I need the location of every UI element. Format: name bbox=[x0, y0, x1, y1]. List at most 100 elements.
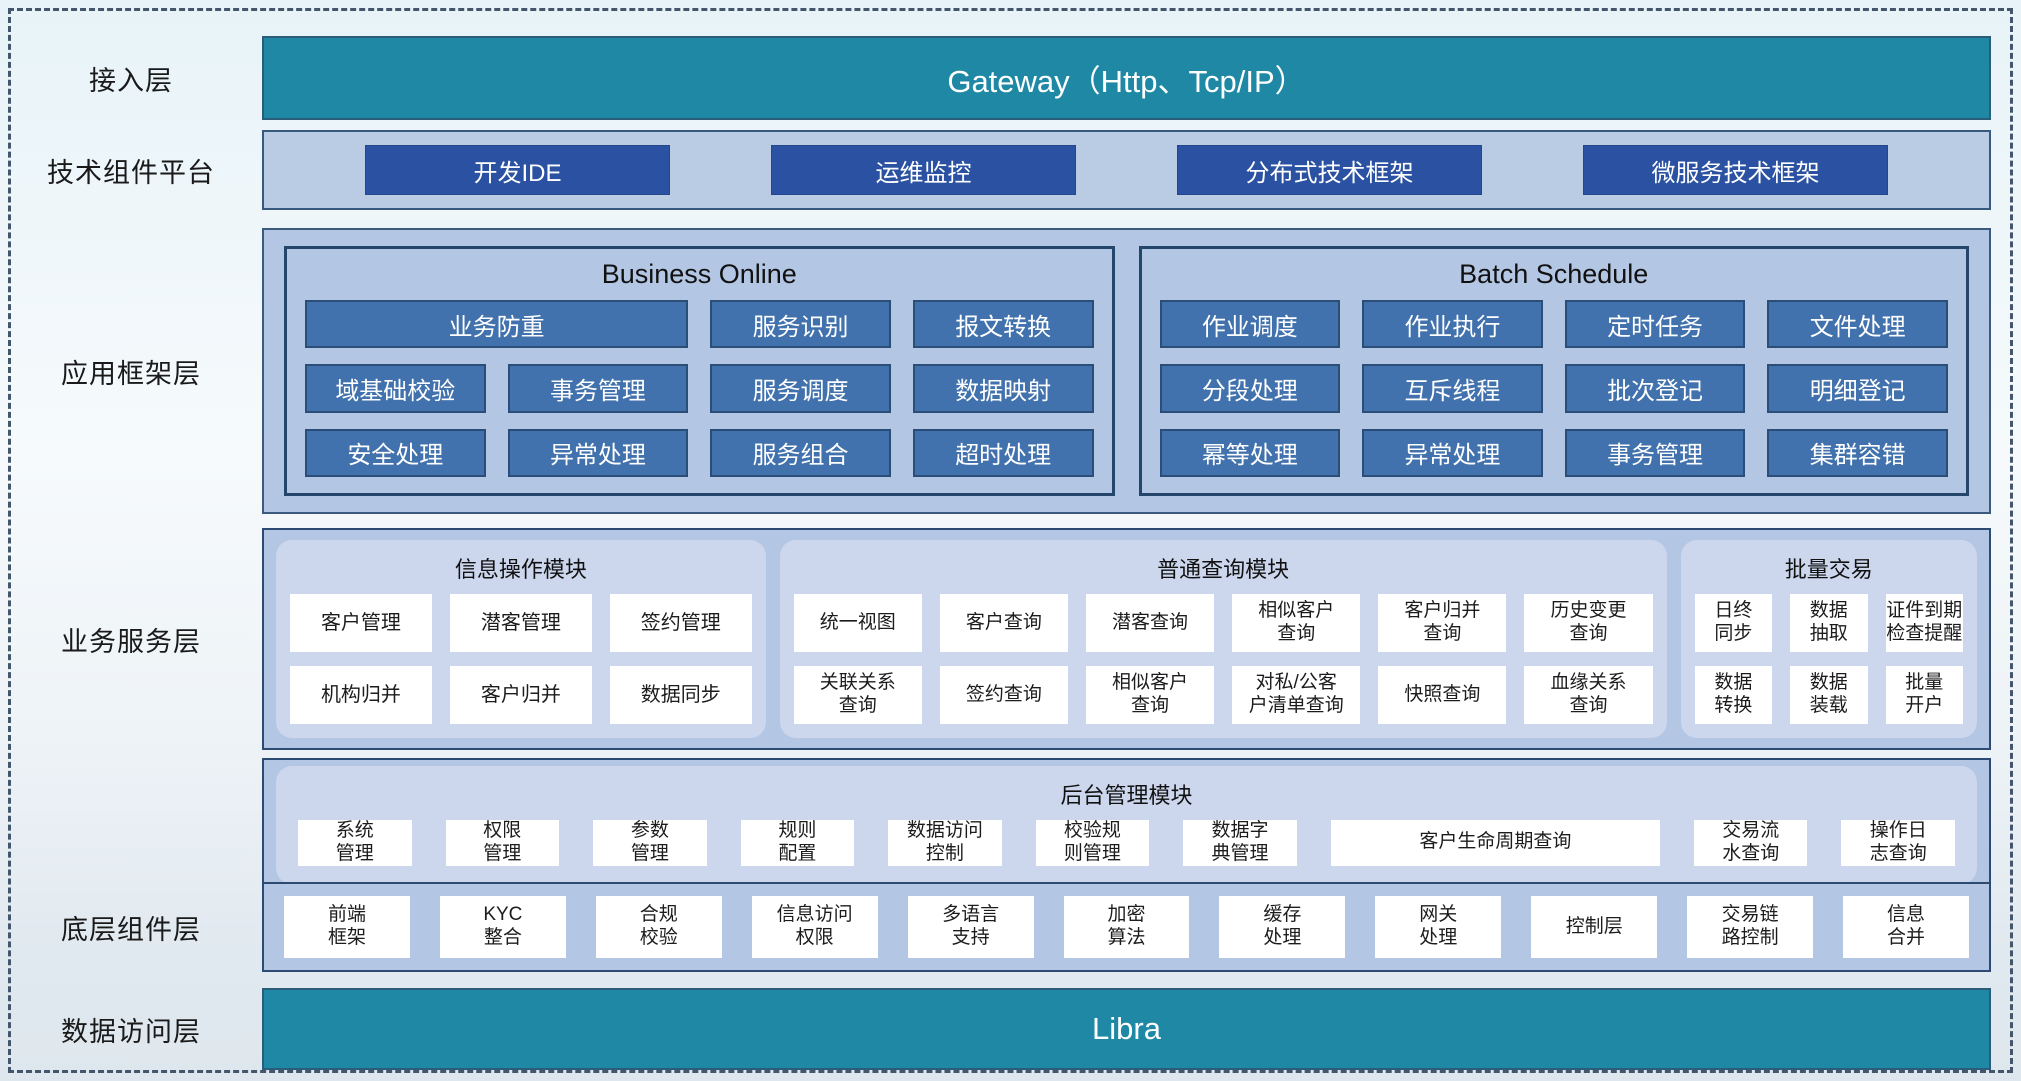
fw-item: 超时处理 bbox=[912, 428, 1094, 477]
component-cell: 控制层 bbox=[1531, 896, 1658, 958]
fw-item: 报文转换 bbox=[912, 300, 1094, 349]
tech-platform-strip: 开发IDE 运维监控 分布式技术框架 微服务技术框架 bbox=[262, 130, 1991, 210]
service-cell: 快照查询 bbox=[1378, 666, 1507, 724]
component-cell: 合规 校验 bbox=[595, 896, 722, 958]
component-cell: 缓存 处理 bbox=[1219, 896, 1346, 958]
service-cell: 数据 抽取 bbox=[1790, 594, 1868, 652]
layer-label-access: 接入层 bbox=[89, 65, 173, 96]
service-cell: 规则 配置 bbox=[740, 820, 855, 866]
info-operation-module: 信息操作模块 客户管理 潜客管理 签约管理 机构归并 客户归并 数据同步 bbox=[276, 540, 766, 738]
tech-item-dev-ide: 开发IDE bbox=[365, 145, 670, 195]
fw-item: 事务管理 bbox=[1564, 428, 1746, 477]
admin-module-container: 后台管理模块 系统 管理 权限 管理 参数 管理 规则 配置 数据访问 控制 校… bbox=[262, 758, 1991, 892]
layer-label-tech-platform: 技术组件平台 bbox=[47, 157, 215, 188]
service-cell: 客户生命周期查询 bbox=[1330, 820, 1660, 866]
service-cell: 数据访问 控制 bbox=[888, 820, 1002, 866]
tech-item-ops-monitor: 运维监控 bbox=[771, 145, 1076, 195]
business-service-row: 业务服务层 信息操作模块 客户管理 潜客管理 签约管理 机构归并 客户归并 数据… bbox=[0, 528, 2021, 750]
batch-transaction-module-title: 批量交易 bbox=[1784, 557, 1873, 582]
fw-item: 互斥线程 bbox=[1362, 364, 1543, 413]
batch-schedule-grid: 作业调度 作业执行 定时任务 文件处理 分段处理 互斥线程 批次登记 明细登记 … bbox=[1159, 300, 1948, 477]
service-cell: 批量 开户 bbox=[1885, 666, 1963, 724]
fw-item: 服务组合 bbox=[710, 428, 891, 477]
component-cell: 加密 算法 bbox=[1063, 896, 1190, 958]
component-cell: KYC 整合 bbox=[439, 896, 566, 958]
service-cell: 签约管理 bbox=[609, 594, 752, 652]
service-cell: 参数 管理 bbox=[593, 820, 707, 866]
layer-label-data-access: 数据访问层 bbox=[61, 1016, 201, 1047]
data-access-content: Libra bbox=[262, 988, 1991, 1070]
data-access-row: 数据访问层 Libra bbox=[0, 988, 2021, 1070]
service-cell: 机构归并 bbox=[290, 666, 432, 724]
batch-schedule-group: Batch Schedule 作业调度 作业执行 定时任务 文件处理 分段处理 … bbox=[1138, 246, 1969, 496]
tech-platform-content: 开发IDE 运维监控 分布式技术框架 微服务技术框架 bbox=[262, 130, 1991, 210]
service-cell: 对私/公客 户清单查询 bbox=[1232, 666, 1361, 724]
component-cell: 信息访问 权限 bbox=[751, 896, 878, 958]
base-layer-container: 前端 框架 KYC 整合 合规 校验 信息访问 权限 多语言 支持 加密 算法 … bbox=[262, 882, 1991, 972]
business-service-container: 信息操作模块 客户管理 潜客管理 签约管理 机构归并 客户归并 数据同步 普通查… bbox=[262, 528, 1991, 750]
service-cell: 血缘关系 查询 bbox=[1524, 666, 1653, 724]
business-online-grid: 业务防重 服务识别 报文转换 域基础校验 事务管理 服务调度 数据映射 安全处理… bbox=[305, 300, 1094, 477]
service-cell: 数据同步 bbox=[609, 666, 752, 724]
component-cell: 网关 处理 bbox=[1375, 896, 1502, 958]
admin-module-title: 后台管理模块 bbox=[1060, 783, 1193, 808]
admin-module-grid: 系统 管理 权限 管理 参数 管理 规则 配置 数据访问 控制 校验规 则管理 … bbox=[290, 820, 1963, 870]
batch-schedule-title: Batch Schedule bbox=[1459, 259, 1649, 289]
fw-item: 服务识别 bbox=[710, 300, 891, 349]
service-cell: 权限 管理 bbox=[445, 820, 560, 866]
service-cell: 校验规 则管理 bbox=[1035, 820, 1150, 866]
gateway-bar: Gateway（Http、Tcp/IP） bbox=[262, 36, 1991, 120]
admin-module-content: 后台管理模块 系统 管理 权限 管理 参数 管理 规则 配置 数据访问 控制 校… bbox=[262, 758, 1991, 892]
service-cell: 数据字 典管理 bbox=[1183, 820, 1297, 866]
component-cell: 交易链 路控制 bbox=[1687, 896, 1814, 958]
business-online-group: Business Online 业务防重 服务识别 报文转换 域基础校验 事务管… bbox=[284, 246, 1115, 496]
fw-item: 幂等处理 bbox=[1159, 428, 1341, 477]
layer-label-base: 底层组件层 bbox=[61, 914, 201, 945]
admin-module-row: 后台管理模块 系统 管理 权限 管理 参数 管理 规则 配置 数据访问 控制 校… bbox=[0, 758, 2021, 892]
libra-bar: Libra bbox=[262, 988, 1991, 1070]
component-cell: 前端 框架 bbox=[284, 896, 410, 958]
fw-item: 业务防重 bbox=[305, 300, 689, 349]
business-service-content: 信息操作模块 客户管理 潜客管理 签约管理 机构归并 客户归并 数据同步 普通查… bbox=[262, 528, 1991, 750]
service-cell: 签约查询 bbox=[939, 666, 1068, 724]
fw-item: 作业执行 bbox=[1362, 300, 1543, 349]
tech-platform-row: 技术组件平台 开发IDE 运维监控 分布式技术框架 微服务技术框架 bbox=[0, 130, 2021, 210]
service-cell: 客户查询 bbox=[939, 594, 1068, 652]
service-cell: 客户归并 查询 bbox=[1378, 594, 1507, 652]
service-cell: 客户归并 bbox=[449, 666, 592, 724]
base-layer-content: 前端 框架 KYC 整合 合规 校验 信息访问 权限 多语言 支持 加密 算法 … bbox=[262, 882, 1991, 972]
fw-item: 异常处理 bbox=[1362, 428, 1543, 477]
common-query-module: 普通查询模块 统一视图 客户查询 潜客查询 相似客户 查询 客户归并 查询 历史… bbox=[779, 540, 1667, 738]
common-query-grid: 统一视图 客户查询 潜客查询 相似客户 查询 客户归并 查询 历史变更 查询 关… bbox=[793, 594, 1653, 724]
component-cell: 多语言 支持 bbox=[907, 896, 1034, 958]
layer-label-spacer bbox=[0, 758, 262, 872]
fw-item: 批次登记 bbox=[1564, 364, 1746, 413]
app-framework-content: Business Online 业务防重 服务识别 报文转换 域基础校验 事务管… bbox=[262, 228, 1991, 514]
batch-transaction-grid: 日终 同步 数据 抽取 证件到期 检查提醒 数据 转换 数据 装载 批量 开户 bbox=[1694, 594, 1963, 724]
fw-item: 集群容错 bbox=[1767, 428, 1948, 477]
service-cell: 相似客户 查询 bbox=[1232, 594, 1361, 652]
info-operation-module-title: 信息操作模块 bbox=[454, 557, 587, 582]
service-cell: 客户管理 bbox=[290, 594, 432, 652]
tech-item-microservice-framework: 微服务技术框架 bbox=[1583, 145, 1888, 195]
access-layer-content: Gateway（Http、Tcp/IP） bbox=[262, 36, 1991, 120]
fw-item: 文件处理 bbox=[1767, 300, 1948, 349]
fw-item: 域基础校验 bbox=[305, 364, 486, 413]
fw-item: 数据映射 bbox=[912, 364, 1094, 413]
service-cell: 证件到期 检查提醒 bbox=[1885, 594, 1963, 652]
fw-item: 定时任务 bbox=[1564, 300, 1746, 349]
fw-item: 服务调度 bbox=[710, 364, 891, 413]
service-cell: 数据 转换 bbox=[1694, 666, 1773, 724]
app-framework-container: Business Online 业务防重 服务识别 报文转换 域基础校验 事务管… bbox=[262, 228, 1991, 514]
service-cell: 统一视图 bbox=[793, 594, 922, 652]
service-cell: 系统 管理 bbox=[298, 820, 412, 866]
admin-module: 后台管理模块 系统 管理 权限 管理 参数 管理 规则 配置 数据访问 控制 校… bbox=[276, 766, 1977, 884]
fw-item: 明细登记 bbox=[1767, 364, 1948, 413]
service-cell: 潜客管理 bbox=[449, 594, 592, 652]
component-cell: 信息 合并 bbox=[1843, 896, 1969, 958]
service-cell: 操作日 志查询 bbox=[1841, 820, 1956, 866]
layer-label-business-service: 业务服务层 bbox=[61, 626, 201, 657]
fw-item: 异常处理 bbox=[507, 428, 689, 477]
